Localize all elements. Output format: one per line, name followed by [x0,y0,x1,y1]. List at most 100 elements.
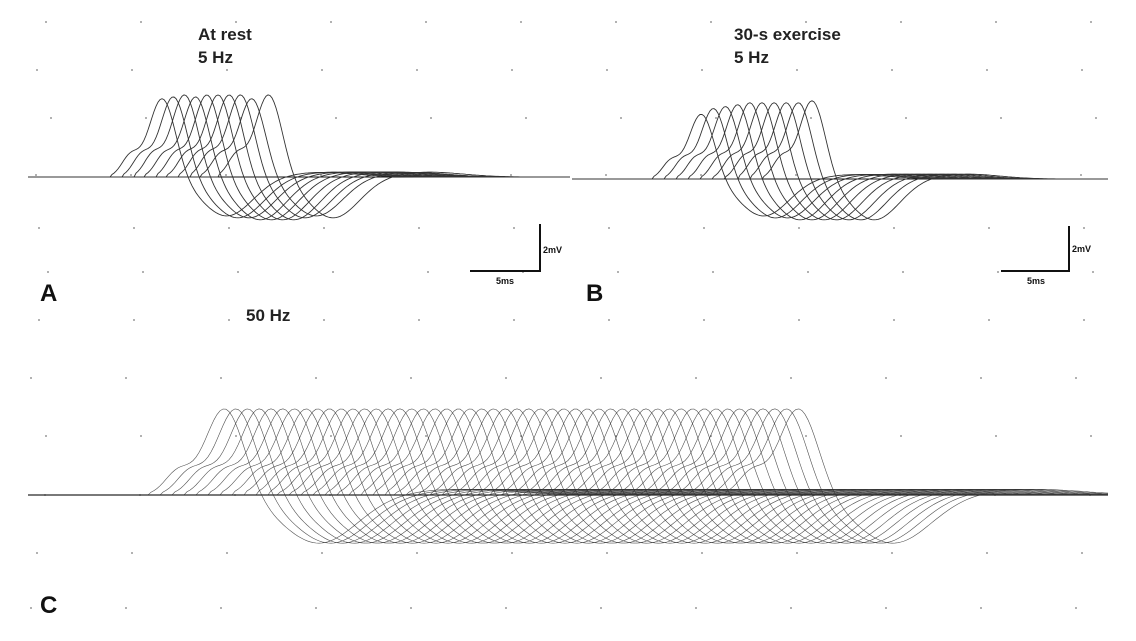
trace-8 [28,94,570,219]
grid-dot [418,319,420,321]
grid-dot [617,271,619,273]
grid-dot [701,69,703,71]
grid-dot [133,227,135,229]
grid-dot [30,377,32,379]
grid-dot [235,435,237,437]
trace-c-19 [28,408,1108,544]
grid-dot [321,552,323,554]
grid-dot [430,117,432,119]
grid-dot [320,174,322,176]
grid-dot [700,174,702,176]
grid-dot [600,377,602,379]
grid-dot [900,21,902,23]
trace-c-50 [28,408,1109,544]
panel-a-letter: A [40,280,57,307]
grid-dot [145,117,147,119]
panel-c-letter: C [40,592,57,619]
panel-b-scale-bar: 2mV 5ms [1001,226,1091,286]
grid-dot [615,21,617,23]
grid-dot [38,319,40,321]
grid-dot [1090,435,1092,437]
grid-dot [995,21,997,23]
grid-dot [1000,117,1002,119]
grid-dot [330,21,332,23]
grid-dot [703,319,705,321]
grid-dot [606,69,608,71]
grid-dot [228,227,230,229]
trace-3 [28,94,570,219]
grid-dot [715,117,717,119]
grid-dot [1083,319,1085,321]
grid-dot [980,607,982,609]
grid-dot [893,319,895,321]
trace-3 [572,106,1108,219]
grid-dot [1090,21,1092,23]
grid-dot [36,69,38,71]
grid-dot [425,21,427,23]
panel-a-scale-bar: 2mV 5ms [470,224,562,286]
trace-9 [572,102,1108,221]
grid-dot [712,271,714,273]
grid-dot [131,69,133,71]
panel-c-title: 50 Hz [246,306,290,325]
grid-dot [790,377,792,379]
trace-6 [572,102,1108,221]
grid-dot [45,21,47,23]
grid-dot [988,227,990,229]
grid-dot [796,552,798,554]
grid-dot [1080,174,1082,176]
grid-dot [410,607,412,609]
grid-dot [140,21,142,23]
grid-dot [220,607,222,609]
grid-dot [900,435,902,437]
grid-dot [605,174,607,176]
grid-dot [133,319,135,321]
grid-dot [36,552,38,554]
grid-dot [1083,227,1085,229]
grid-dot [47,271,49,273]
panel-b-scale-bar-lines [1001,226,1070,272]
grid-dot [902,271,904,273]
panel-a-title: At rest [198,25,252,44]
trace-5 [572,102,1108,221]
grid-dot [796,69,798,71]
grid-dot [130,174,132,176]
panel-c-traces [28,408,1109,544]
grid-dot [511,552,513,554]
panel-a-traces [28,94,570,221]
grid-dot [315,377,317,379]
grid-dot [893,227,895,229]
panel-b-title: 30-s exercise [734,25,841,44]
grid-dot [980,377,982,379]
trace-4 [572,104,1108,221]
grid-dot [905,117,907,119]
grid-dot [1081,552,1083,554]
grid-dot [520,21,522,23]
grid-dot [321,69,323,71]
trace-7 [572,102,1108,221]
grid-dot [416,69,418,71]
grid-dot [131,552,133,554]
grid-dot [140,435,142,437]
grid-dot [986,552,988,554]
panel-c: 50 Hz C [28,306,1109,619]
trace-5 [28,94,570,221]
grid-dot [142,271,144,273]
grid-dot [525,117,527,119]
trace-2 [572,108,1108,219]
panel-a-scale-x-label: 5ms [496,276,514,286]
grid-dot [600,607,602,609]
grid-dot [418,227,420,229]
panel-b-traces [572,100,1108,221]
grid-dot [798,227,800,229]
grid-dot [323,319,325,321]
grid-dot [35,174,37,176]
grid-dot [1075,377,1077,379]
panel-b-letter: B [586,280,603,307]
grid-dot [1092,271,1094,273]
panel-b-subtitle: 5 Hz [734,48,769,67]
grid-dot [810,117,812,119]
grid-dot [335,117,337,119]
